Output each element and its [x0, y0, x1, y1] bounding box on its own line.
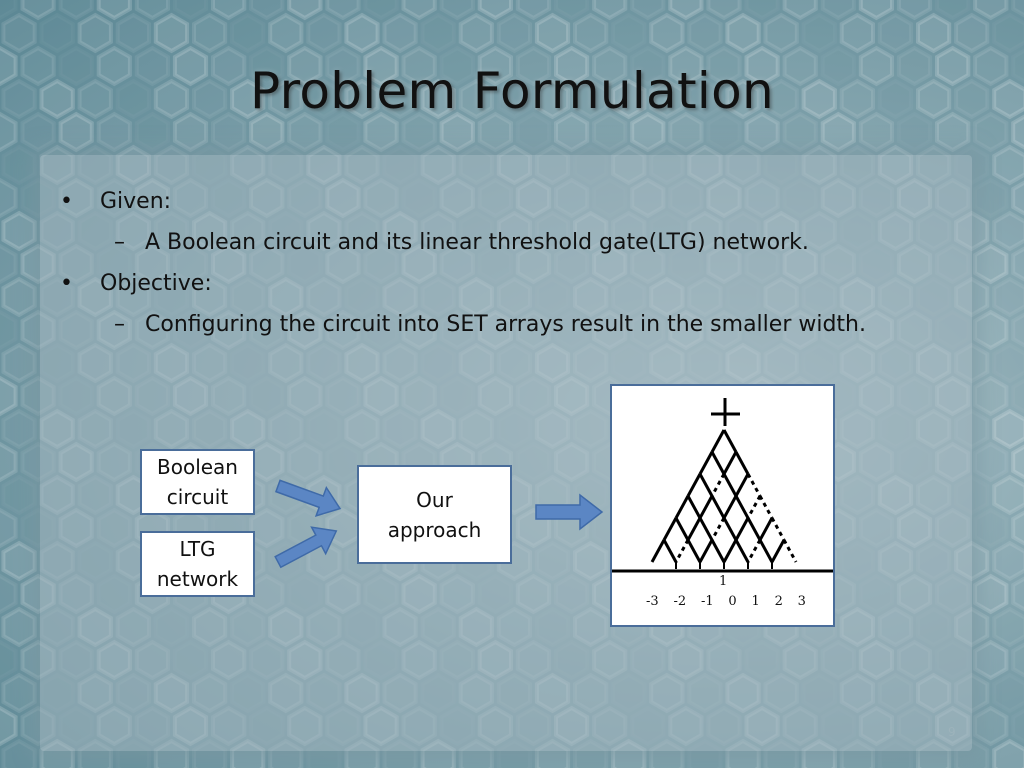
bullet-text: Given:	[100, 189, 172, 214]
bullet-marker: •	[60, 189, 73, 214]
our-approach-box: Our approach	[357, 465, 512, 564]
tick-label: 1	[751, 594, 760, 609]
set-array-diagram: 1 -3 -2 -1 0 1 2 3	[610, 384, 835, 627]
axis-ticks: -3 -2 -1 0 1 2 3	[646, 594, 806, 609]
sub-bullet-given: – A Boolean circuit and its linear thres…	[58, 227, 958, 268]
ltg-network-box: LTG network	[140, 531, 255, 597]
tick-label: -3	[646, 594, 659, 609]
tick-label: 2	[774, 594, 783, 609]
level-label: 1	[719, 574, 728, 589]
set-array-lattice	[612, 398, 833, 573]
tick-label: -2	[673, 594, 687, 609]
slide-title: Problem Formulation	[250, 62, 774, 120]
our-approach-label: Our approach	[387, 487, 482, 542]
boolean-circuit-box: Boolean circuit	[140, 449, 255, 515]
page-number: 9	[948, 725, 956, 739]
bullet-marker: •	[60, 271, 73, 296]
bullet-list: • Given: – A Boolean circuit and its lin…	[58, 186, 958, 350]
tick-label: 0	[728, 594, 737, 609]
bullet-text: Configuring the circuit into SET arrays …	[145, 312, 866, 337]
bullet-text: Objective:	[100, 271, 212, 296]
tick-label: -1	[700, 594, 714, 609]
dash-marker: –	[114, 312, 125, 337]
bullet-given: • Given:	[58, 186, 958, 227]
bullet-text: A Boolean circuit and its linear thresho…	[145, 230, 809, 255]
dash-marker: –	[114, 230, 125, 255]
ltg-network-label: LTG network	[156, 537, 239, 591]
boolean-circuit-label: Boolean circuit	[157, 455, 238, 509]
bullet-objective: • Objective:	[58, 268, 958, 309]
tick-label: 3	[797, 594, 806, 609]
sub-bullet-objective: – Configuring the circuit into SET array…	[58, 309, 958, 350]
